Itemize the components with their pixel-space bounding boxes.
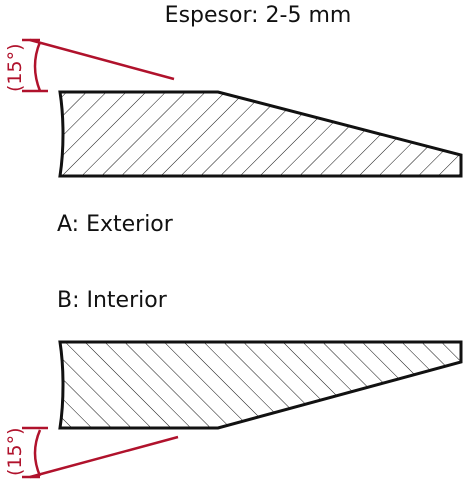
angle-bottom-arc — [33, 429, 42, 477]
label-exterior: A: Exterior — [57, 212, 174, 237]
angle-bottom-bevel-line — [29, 435, 179, 479]
profile-a-shape — [58, 90, 463, 178]
angle-marker-top: (15°) — [4, 38, 175, 93]
angle-top-label: (15°) — [4, 43, 26, 92]
profile-b-shape — [58, 340, 463, 430]
label-interior: B: Interior — [57, 288, 168, 313]
thickness-title: Espesor: 2-5 mm — [165, 3, 352, 28]
angle-bottom-label: (15°) — [4, 427, 26, 476]
angle-marker-bottom: (15°) — [4, 426, 179, 479]
angle-top-arc — [33, 41, 42, 92]
angle-top-bevel-line — [29, 38, 175, 81]
profile-a — [58, 90, 463, 178]
profile-b — [58, 340, 463, 430]
